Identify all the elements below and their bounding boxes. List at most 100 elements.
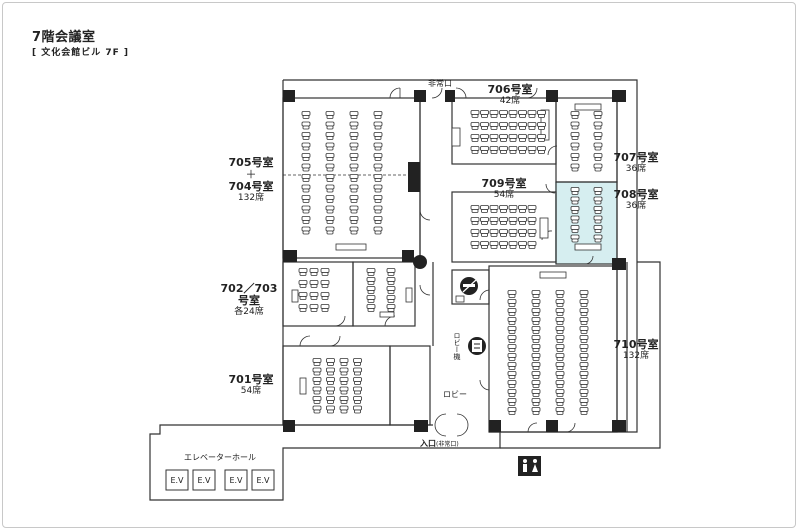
chair — [386, 268, 396, 276]
chair — [301, 205, 311, 214]
elevator-hall-wall — [149, 424, 433, 501]
chair — [373, 132, 383, 140]
chair — [570, 111, 580, 119]
chair — [527, 134, 537, 142]
lobby-label: ロビー — [443, 390, 467, 399]
chair — [507, 389, 517, 397]
chair — [312, 358, 322, 366]
chair — [579, 308, 589, 316]
ev-2-label: E.V — [197, 476, 211, 485]
chair — [593, 132, 603, 140]
page-title: 7階会議室 — [32, 30, 96, 45]
chair — [579, 299, 589, 307]
chair — [301, 195, 311, 203]
chair — [366, 277, 376, 285]
chair — [570, 121, 580, 130]
chair — [579, 380, 589, 388]
chair — [531, 389, 541, 397]
chair — [555, 344, 565, 352]
chair — [366, 286, 376, 294]
chair — [579, 344, 589, 352]
chair — [527, 241, 537, 249]
room-706-capacity: 42席 — [499, 96, 521, 106]
chair — [499, 146, 508, 154]
chair — [480, 241, 489, 249]
chair — [301, 174, 311, 182]
chair — [531, 398, 541, 406]
chair — [325, 163, 335, 172]
chair — [480, 110, 489, 118]
chair — [349, 142, 359, 151]
pillars — [283, 90, 626, 432]
chair — [298, 268, 308, 276]
chair — [489, 122, 499, 130]
entrance-text: 入口 — [420, 439, 436, 448]
chair — [489, 110, 499, 118]
chair — [555, 317, 565, 325]
room-707-name: 707号室 — [613, 151, 659, 164]
room-710-label: 710号室 132席 — [611, 339, 661, 362]
chair — [366, 295, 376, 303]
chair — [570, 187, 580, 195]
chair — [326, 367, 335, 376]
chair — [470, 229, 480, 237]
chair — [527, 229, 537, 237]
chair — [531, 362, 541, 370]
chair — [507, 335, 517, 343]
chair — [349, 195, 359, 203]
chair — [579, 398, 589, 406]
chair — [555, 362, 565, 370]
room-709-name: 709号室 — [481, 177, 527, 190]
chair — [301, 142, 311, 151]
room-702-703-name: 702／703 — [220, 282, 278, 295]
chair — [508, 110, 518, 118]
room-702-703-capacity: 各24席 — [234, 307, 264, 317]
chair — [508, 122, 518, 130]
chair — [593, 215, 603, 224]
chair — [470, 241, 480, 249]
room-708-highlight — [555, 182, 617, 264]
chair — [579, 290, 589, 298]
chair — [489, 146, 499, 154]
chair — [507, 317, 517, 325]
chair — [480, 146, 489, 154]
chair — [349, 216, 359, 224]
chair — [349, 163, 359, 172]
chair — [555, 335, 565, 343]
chair — [489, 241, 499, 249]
room-709-capacity: 54席 — [493, 190, 515, 200]
chair — [507, 380, 517, 388]
chair — [527, 122, 537, 130]
chair — [593, 196, 603, 205]
chair — [325, 195, 335, 203]
chair — [593, 153, 603, 161]
chair — [507, 299, 517, 307]
page-subtitle: [ 文化会館ビル 7F ] — [32, 48, 130, 58]
chair — [373, 184, 383, 193]
chair — [309, 268, 319, 276]
ev-4-label: E.V — [256, 476, 270, 485]
chair — [373, 226, 383, 235]
chair — [555, 290, 565, 298]
vending-machine-icon — [468, 337, 486, 355]
chair — [320, 280, 330, 288]
chair — [320, 304, 330, 312]
chair — [499, 122, 508, 130]
chair — [555, 353, 565, 361]
chair — [480, 205, 489, 213]
chair — [593, 206, 603, 214]
chair — [309, 304, 319, 312]
chair — [570, 132, 580, 140]
chair — [518, 146, 527, 154]
chair — [527, 110, 537, 118]
chair — [579, 362, 589, 370]
room-702-703-label: 702／703 号室 各24席 — [218, 283, 280, 318]
chair — [579, 407, 589, 415]
entrance-note: (非常口) — [436, 441, 459, 448]
chair — [508, 134, 518, 142]
chair — [326, 358, 335, 366]
chair — [373, 121, 383, 130]
chair — [373, 111, 383, 119]
